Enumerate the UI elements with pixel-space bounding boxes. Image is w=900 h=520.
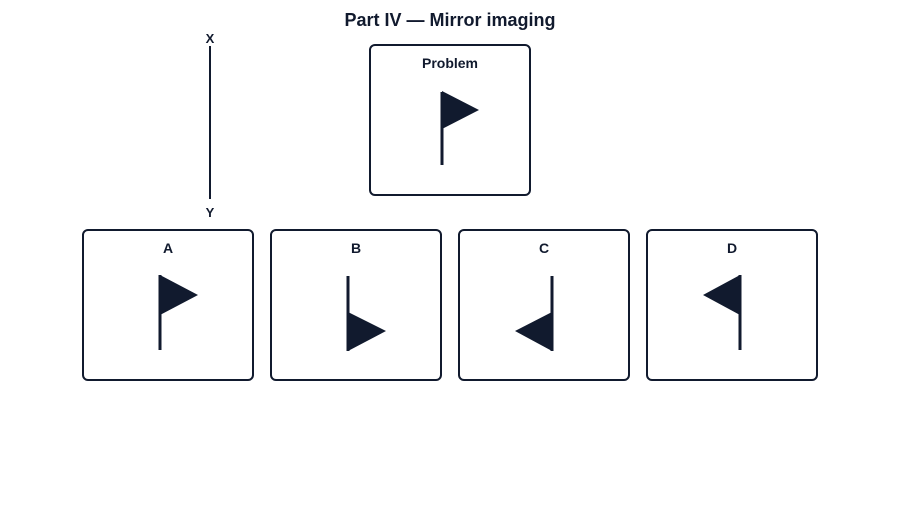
mirror-label-y: Y	[205, 205, 215, 220]
option-b-flag-icon	[346, 276, 386, 351]
option-d-flag-icon	[703, 275, 742, 350]
page-title: Part IV — Mirror imaging	[344, 10, 556, 30]
option-a-panel[interactable]: A	[82, 229, 254, 381]
option-d-panel[interactable]: D	[646, 229, 818, 381]
option-c-label: C	[538, 240, 550, 256]
option-d-label: D	[726, 240, 738, 256]
problem-label: Problem	[421, 55, 478, 71]
option-b-panel[interactable]: B	[270, 229, 442, 381]
option-a-flag-icon	[158, 275, 198, 350]
mirror-label-x: X	[205, 31, 215, 46]
mirror-line	[209, 46, 211, 199]
problem-panel: Problem	[369, 44, 531, 196]
option-a-label: A	[162, 240, 174, 256]
option-c-panel[interactable]: C	[458, 229, 630, 381]
option-b-label: B	[350, 240, 362, 256]
problem-flag-icon	[440, 91, 479, 165]
option-c-flag-icon	[515, 276, 554, 351]
